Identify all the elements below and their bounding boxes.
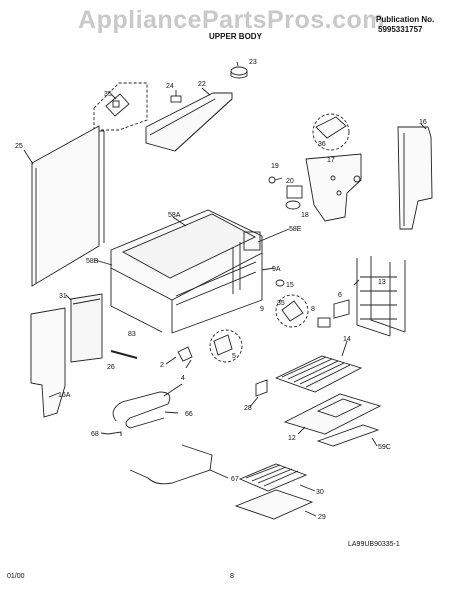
callout-22: 22 bbox=[198, 81, 206, 88]
oven-rack-part-14 bbox=[274, 355, 363, 393]
insert-part-59C bbox=[316, 424, 380, 447]
callout-16A: 16A bbox=[58, 392, 71, 399]
callout-31: 31 bbox=[59, 293, 67, 300]
drawing-id: LA99UB90335-1 bbox=[348, 541, 400, 548]
callout-66: 66 bbox=[185, 411, 193, 418]
publication-label: Publication No. bbox=[376, 15, 435, 24]
callout-29: 29 bbox=[318, 514, 326, 521]
callout-67: 67 bbox=[231, 476, 239, 483]
callout-8: 8 bbox=[311, 306, 315, 313]
top-cover-panel-part bbox=[145, 92, 233, 152]
insulation-panel-part-31 bbox=[70, 293, 103, 363]
callout-25: 25 bbox=[15, 143, 23, 150]
callout-58A: 58A bbox=[168, 212, 181, 219]
callout-14: 14 bbox=[343, 336, 351, 343]
terminal-part-18 bbox=[285, 200, 301, 210]
rear-bracket-part-17 bbox=[305, 153, 362, 222]
callout-9: 9 bbox=[260, 306, 264, 313]
clip-part-68 bbox=[107, 431, 122, 436]
bracket-part-28 bbox=[255, 379, 268, 397]
callout-19: 19 bbox=[271, 163, 279, 170]
callout-5: 5 bbox=[232, 353, 236, 360]
callout-6: 6 bbox=[338, 292, 342, 299]
callout-36: 36 bbox=[318, 141, 326, 148]
rack-supports-part-13 bbox=[356, 256, 406, 337]
broiler-pan-part-12 bbox=[283, 393, 382, 435]
screw-part-15 bbox=[275, 279, 285, 287]
callout-58B: 58B bbox=[86, 258, 99, 265]
callout-24: 24 bbox=[166, 83, 174, 90]
callout-35-mid: 35 bbox=[277, 300, 285, 307]
left-side-panel-part bbox=[31, 125, 105, 287]
inset-circle-5 bbox=[209, 329, 243, 363]
grill-part-30 bbox=[238, 463, 308, 492]
screw-part-19 bbox=[268, 176, 276, 184]
callout-12: 12 bbox=[288, 435, 296, 442]
inset-circle-35 bbox=[275, 294, 309, 328]
callout-4: 4 bbox=[181, 375, 185, 382]
inset-circle-36 bbox=[312, 113, 350, 151]
callout-13: 13 bbox=[378, 279, 386, 286]
callout-58E: 58E bbox=[289, 226, 302, 233]
callout-labels: 22 23 24 35 25 16 36 17 19 20 18 58A 58E… bbox=[15, 59, 427, 521]
callout-28: 28 bbox=[244, 405, 252, 412]
bracket-part-8 bbox=[317, 317, 331, 328]
callout-18: 18 bbox=[301, 212, 309, 219]
hinge-part-2 bbox=[177, 346, 193, 362]
screw-part-4 bbox=[185, 359, 192, 369]
callout-26: 26 bbox=[107, 364, 115, 371]
bake-element-part-66 bbox=[112, 383, 183, 429]
callout-16: 16 bbox=[419, 119, 427, 126]
callout-2: 2 bbox=[160, 362, 164, 369]
footer-date: 01/00 bbox=[7, 573, 25, 580]
inset-box-35-top bbox=[93, 82, 148, 131]
callout-83: 83 bbox=[128, 331, 136, 338]
callout-68: 68 bbox=[91, 431, 99, 438]
publication-number: 5995331757 bbox=[378, 25, 423, 34]
broil-element-part-67 bbox=[129, 444, 213, 485]
plate-part-6 bbox=[333, 299, 350, 319]
callout-17: 17 bbox=[327, 157, 335, 164]
drip-pan-part-29 bbox=[234, 489, 314, 520]
kick-panel-part-16A bbox=[30, 307, 66, 418]
callout-15: 15 bbox=[286, 282, 294, 289]
bracket-part-23 bbox=[230, 66, 248, 79]
oven-body-part bbox=[110, 209, 263, 334]
right-side-panel-part bbox=[397, 126, 433, 230]
callout-35-top: 35 bbox=[104, 91, 112, 98]
callout-59C: 59C bbox=[378, 444, 391, 451]
callout-30: 30 bbox=[316, 489, 324, 496]
section-title: UPPER BODY bbox=[209, 32, 262, 41]
callout-23: 23 bbox=[249, 59, 257, 66]
clip-part-24 bbox=[170, 95, 182, 103]
callout-9A: 9A bbox=[272, 266, 281, 273]
block-part-20 bbox=[286, 185, 303, 199]
page-number: 8 bbox=[230, 573, 234, 580]
callout-20: 20 bbox=[286, 178, 294, 185]
rod-part-26 bbox=[110, 350, 138, 359]
watermark: AppliancePartsPros.com bbox=[78, 6, 385, 34]
